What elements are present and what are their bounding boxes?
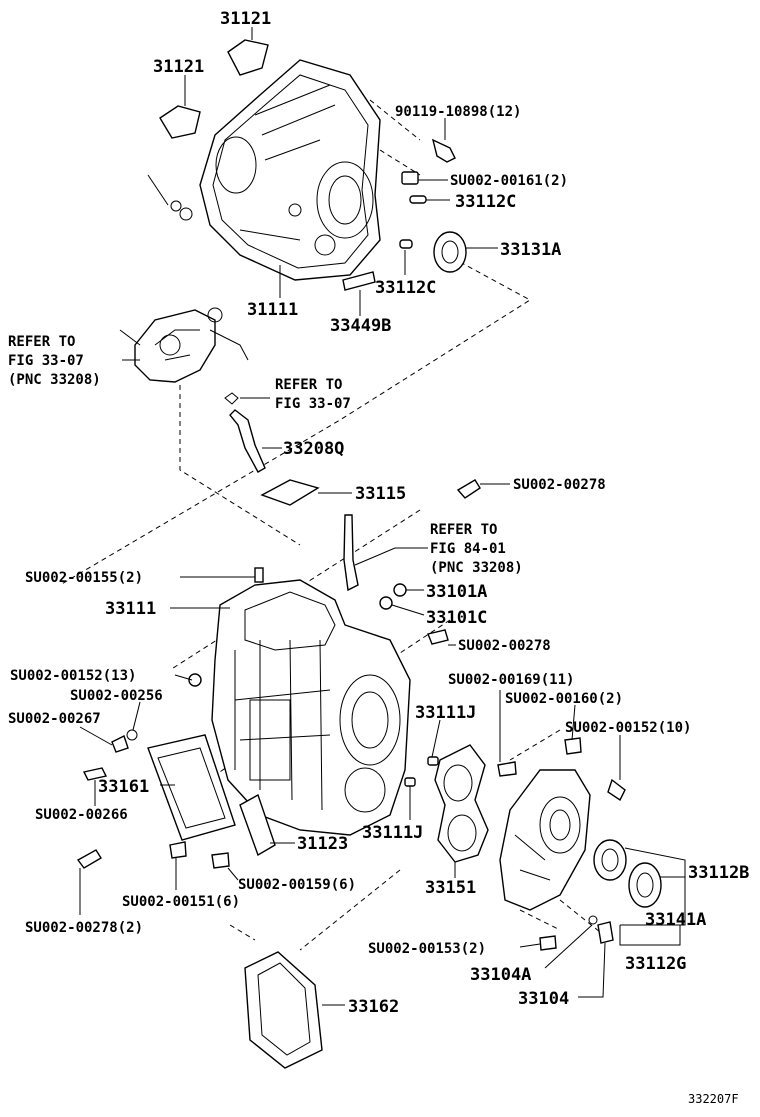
ring-33104a bbox=[588, 915, 598, 925]
label-33141a: 33141A bbox=[645, 910, 706, 930]
bolt-su0152-10 bbox=[607, 778, 626, 802]
label-31123: 31123 bbox=[297, 834, 348, 854]
label-33161: 33161 bbox=[98, 777, 149, 797]
extension-housing bbox=[499, 769, 591, 911]
label-su0159: SU002-00159(6) bbox=[238, 877, 356, 893]
refer1-line3: (PNC 33208) bbox=[8, 372, 101, 388]
seal-33141a bbox=[628, 862, 662, 908]
label-31121-left: 31121 bbox=[153, 57, 204, 77]
ring-33101c bbox=[379, 596, 393, 610]
cover-31121-top bbox=[227, 39, 269, 76]
label-su0161: SU002-00161(2) bbox=[450, 173, 568, 189]
pin-su0155 bbox=[254, 567, 264, 583]
label-33111j-a: 33111J bbox=[415, 703, 476, 723]
refer2-line2: FIG 33-07 bbox=[275, 396, 351, 412]
plug-su0278-a bbox=[456, 479, 481, 499]
refer3-line3: (PNC 33208) bbox=[430, 560, 523, 576]
label-33131a: 33131A bbox=[500, 240, 561, 260]
plug-su0278-c bbox=[76, 849, 102, 869]
label-33162: 33162 bbox=[348, 997, 399, 1017]
hose-33208q bbox=[229, 409, 266, 473]
label-31111: 31111 bbox=[247, 300, 298, 320]
label-33449b: 33449B bbox=[330, 316, 391, 336]
shift-lever-housing bbox=[119, 307, 249, 383]
washer-part bbox=[170, 200, 182, 212]
bolt-su0160 bbox=[564, 737, 582, 755]
bolt-90119 bbox=[431, 138, 456, 163]
plug-33101a bbox=[393, 583, 407, 597]
label-33208q: 33208Q bbox=[283, 439, 344, 459]
label-90119: 90119-10898(12) bbox=[395, 104, 521, 120]
label-33115: 33115 bbox=[355, 484, 406, 504]
label-su0266: SU002-00266 bbox=[35, 807, 128, 823]
label-33112g: 33112G bbox=[625, 954, 686, 974]
label-su0160: SU002-00160(2) bbox=[505, 691, 623, 707]
label-33101c: 33101C bbox=[426, 608, 487, 628]
pin-33112c-b bbox=[399, 239, 413, 249]
leader-lines bbox=[79, 27, 686, 1006]
label-33104a: 33104A bbox=[470, 965, 531, 985]
sensor-fig84 bbox=[343, 514, 359, 592]
label-33111: 33111 bbox=[105, 599, 156, 619]
figure-code: 332207F bbox=[688, 1092, 739, 1106]
label-33111j-b: 33111J bbox=[362, 823, 423, 843]
label-su0278-c: SU002-00278(2) bbox=[25, 920, 143, 936]
cover-31121-left bbox=[159, 105, 201, 139]
gasket-33151 bbox=[434, 744, 489, 863]
bearing-33112b bbox=[593, 839, 627, 881]
clip-su0267 bbox=[111, 735, 129, 753]
bolt-su0159 bbox=[211, 852, 230, 869]
label-su0152-10: SU002-00152(10) bbox=[565, 720, 691, 736]
label-33112b: 33112B bbox=[688, 863, 749, 883]
label-su0278-b: SU002-00278 bbox=[458, 638, 551, 654]
plate-31123 bbox=[239, 793, 276, 857]
bolt-su0151 bbox=[169, 841, 187, 859]
label-33151: 33151 bbox=[425, 878, 476, 898]
gasket-33162 bbox=[244, 951, 323, 1069]
cover-33161 bbox=[147, 734, 236, 841]
bolt-su0152-13 bbox=[188, 673, 202, 687]
seal-su0256 bbox=[126, 729, 138, 741]
refer3-line2: FIG 84-01 bbox=[430, 541, 506, 557]
label-su0169: SU002-00169(11) bbox=[448, 672, 574, 688]
label-su0256: SU002-00256 bbox=[70, 688, 163, 704]
label-su0278-a: SU002-00278 bbox=[513, 477, 606, 493]
part-labels: 31121 31121 90119-10898(12) SU002-00161(… bbox=[8, 9, 749, 1106]
label-su0267: SU002-00267 bbox=[8, 711, 101, 727]
refer1-line1: REFER TO bbox=[8, 334, 75, 350]
pin-33111j-b bbox=[404, 777, 416, 787]
clip-part bbox=[147, 174, 169, 206]
transmission-case-33111 bbox=[211, 579, 411, 836]
label-33112c-a: 33112C bbox=[455, 192, 516, 212]
plate-33115 bbox=[260, 479, 320, 506]
label-su0151: SU002-00151(6) bbox=[122, 894, 240, 910]
bolt-su0153 bbox=[539, 935, 557, 951]
assembly-lines bbox=[59, 99, 611, 951]
pin-33111j-a bbox=[427, 756, 439, 766]
bolt-33104 bbox=[597, 921, 614, 944]
plug-su0161 bbox=[401, 171, 419, 185]
label-su0155: SU002-00155(2) bbox=[25, 570, 143, 586]
bolt-su0266 bbox=[82, 767, 108, 781]
refer2-line1: REFER TO bbox=[275, 377, 342, 393]
nut-part bbox=[179, 207, 193, 221]
plate-33449b bbox=[342, 271, 376, 291]
bolt-su0169 bbox=[497, 761, 517, 777]
clutch-housing-31111 bbox=[199, 59, 381, 281]
label-su0153: SU002-00153(2) bbox=[368, 941, 486, 957]
plug-su0278-b bbox=[427, 629, 449, 645]
label-33104: 33104 bbox=[518, 989, 569, 1009]
seal-33131a bbox=[433, 231, 467, 273]
label-33112c-b: 33112C bbox=[375, 278, 436, 298]
label-33101a: 33101A bbox=[426, 582, 487, 602]
refer3-line1: REFER TO bbox=[430, 522, 497, 538]
label-31121-top: 31121 bbox=[220, 9, 271, 29]
ball-joint bbox=[224, 392, 239, 405]
refer1-line2: FIG 33-07 bbox=[8, 353, 84, 369]
pin-33112c-a bbox=[409, 195, 427, 204]
label-su0152-13: SU002-00152(13) bbox=[10, 668, 136, 684]
